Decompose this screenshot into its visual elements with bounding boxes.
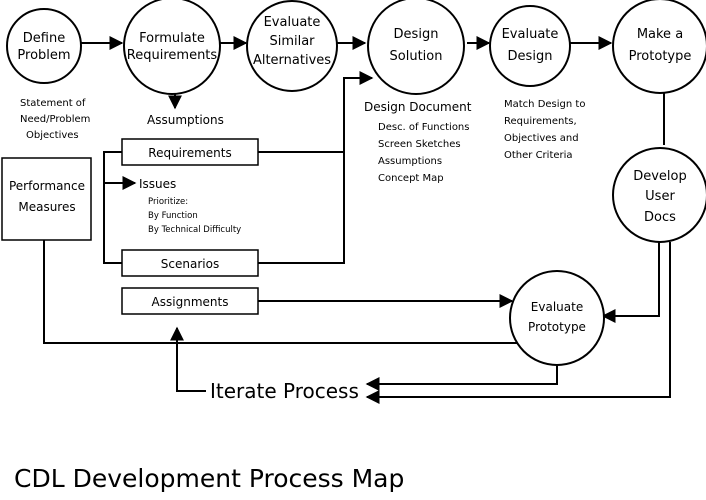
match-design-line-4: Other Criteria (504, 150, 573, 161)
arrow-docs-to-iterate (365, 242, 671, 404)
arrow-requirements-to-design (258, 71, 374, 153)
evaluate-similar-line-1: Evaluate (264, 15, 321, 30)
define-problem-line-2: Problem (17, 48, 70, 63)
box-performance-measures: Performance Measures (1, 157, 92, 241)
note-design-document: Design Document Desc. of Functions Scree… (364, 100, 472, 184)
design-document-title: Design Document (364, 100, 472, 114)
evaluate-similar-line-3: Alternatives (253, 53, 331, 68)
design-doc-item-1: Desc. of Functions (378, 122, 469, 133)
arrow-iterate-to-assignments (170, 326, 206, 392)
make-prototype-line-2: Prototype (629, 49, 692, 64)
box-requirements: Requirements (121, 138, 259, 166)
assignments-label: Assignments (152, 295, 229, 309)
node-design-solution: Design Solution (367, 0, 465, 95)
statement-line-2: Need/Problem (20, 114, 90, 125)
formulate-requirements-line-1: Formulate (139, 31, 205, 46)
statement-line-1: Statement of (20, 98, 86, 109)
match-design-line-3: Objectives and (504, 133, 579, 144)
make-prototype-line-1: Make a (637, 27, 683, 42)
node-define-problem: Define Problem (6, 8, 82, 84)
evaluate-design-line-1: Evaluate (502, 27, 559, 42)
node-evaluate-similar-alternatives: Evaluate Similar Alternatives (246, 0, 338, 92)
box-scenarios: Scenarios (121, 249, 259, 277)
issues-detail-line-3: By Technical Difficulty (148, 225, 241, 235)
node-develop-user-docs: Develop User Docs (612, 147, 706, 243)
arrow-eval-prototype-to-iterate (365, 366, 558, 391)
note-statement: Statement of Need/Problem Objectives (20, 98, 90, 141)
scenarios-label: Scenarios (161, 257, 219, 271)
box-assignments: Assignments (121, 287, 259, 315)
assumptions-label: Assumptions (147, 113, 224, 127)
arrow-docs-to-eval-prototype (601, 242, 660, 323)
define-problem-line-1: Define (23, 31, 65, 46)
formulate-requirements-line-2: Requirements (127, 48, 218, 63)
diagram-title: CDL Development Process Map (14, 464, 404, 493)
statement-line-3: Objectives (26, 130, 79, 141)
line-performance-to-eval-prototype (43, 240, 518, 344)
note-match-design: Match Design to Requirements, Objectives… (504, 99, 585, 161)
design-doc-item-2: Screen Sketches (378, 139, 461, 150)
design-solution-line-2: Solution (390, 49, 443, 64)
node-evaluate-design: Evaluate Design (489, 5, 571, 87)
match-design-line-1: Match Design to (504, 99, 585, 110)
issues-label: Issues (139, 177, 176, 191)
evaluate-similar-line-2: Similar (269, 34, 315, 49)
note-issues-detail: Prioritize: By Function By Technical Dif… (148, 197, 241, 235)
performance-line-2: Measures (18, 200, 75, 214)
node-make-prototype: Make a Prototype (612, 0, 706, 94)
design-solution-line-1: Design (394, 27, 439, 42)
line-scenarios-to-design (258, 152, 345, 264)
evaluate-prototype-line-1: Evaluate (531, 300, 583, 314)
issues-detail-line-2: By Function (148, 211, 198, 221)
design-doc-item-3: Assumptions (378, 156, 442, 167)
evaluate-prototype-line-2: Prototype (528, 320, 586, 334)
design-doc-item-4: Concept Map (378, 173, 444, 184)
node-evaluate-prototype: Evaluate Prototype (509, 270, 605, 366)
evaluate-design-line-2: Design (508, 49, 553, 64)
develop-docs-line-2: User (645, 189, 675, 204)
performance-line-1: Performance (9, 179, 85, 193)
develop-docs-line-1: Develop (633, 169, 687, 184)
node-formulate-requirements: Formulate Requirements (123, 0, 221, 95)
requirements-label: Requirements (148, 146, 231, 160)
bracket-requirements-scenarios (103, 151, 122, 264)
iterate-process-label: Iterate Process (210, 379, 359, 403)
match-design-line-2: Requirements, (504, 116, 577, 127)
develop-docs-line-3: Docs (644, 210, 676, 225)
issues-detail-line-1: Prioritize: (148, 197, 188, 207)
